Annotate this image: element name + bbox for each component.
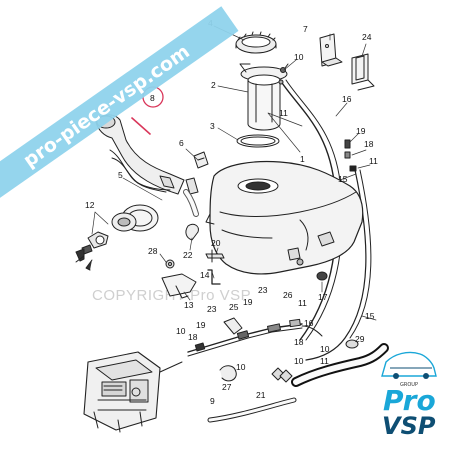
part-4-lock-ring: [235, 31, 277, 54]
part-18-19-connectors: [344, 139, 357, 172]
part-1-fuel-tank: [205, 160, 364, 275]
callout-29: 29: [355, 334, 365, 344]
callout-numbers: 4 7 24 10 2 8 16 11 3 19 18 6 1 11 15 5 …: [85, 18, 378, 406]
callout-21: 21: [256, 390, 266, 400]
callout-10: 10: [176, 326, 186, 336]
part-27-clamp: [219, 365, 237, 382]
callout-22: 22: [183, 250, 193, 260]
callout-19: 19: [356, 126, 366, 136]
part-22-clip: [185, 223, 199, 241]
callout-28: 28: [148, 246, 158, 256]
callout-15: 15: [365, 311, 375, 321]
callout-26: 26: [283, 290, 293, 300]
callout-23: 23: [258, 285, 268, 295]
part-8-filler-neck: [95, 114, 199, 195]
part-15-fuel-line-b: [349, 169, 372, 339]
part-15-fuel-line: [305, 169, 367, 361]
callout-7: 7: [303, 24, 308, 34]
callout-9: 9: [210, 396, 215, 406]
callout-12: 12: [85, 200, 95, 210]
engine-block: [83, 351, 183, 433]
callout-13: 13: [184, 300, 194, 310]
part-14-pin: [207, 269, 221, 285]
callout-11: 11: [320, 356, 329, 366]
lower-fuel-line-assembly: [187, 317, 323, 357]
callout-10: 10: [294, 52, 304, 62]
callout-16: 16: [304, 318, 314, 328]
logo-vsp-text: VSP: [382, 412, 436, 440]
part-12-fuel-cap-set: [75, 204, 159, 271]
callout-17: 17: [318, 292, 328, 302]
logo-pro-text: Pro: [383, 384, 436, 417]
callout-19: 19: [196, 320, 206, 330]
part-7-bracket: [319, 33, 343, 67]
callout-23: 23: [207, 304, 217, 314]
part-21-clamp: [271, 367, 293, 383]
callout-10: 10: [236, 362, 246, 372]
part-24-bracket: [351, 53, 375, 91]
callout-24: 24: [362, 32, 372, 42]
callout-11: 11: [369, 156, 378, 166]
part-20-clip: [205, 249, 225, 263]
part-10-11-small-clips: [278, 67, 286, 85]
car-icon: [381, 351, 437, 377]
callout-8: 8: [150, 93, 155, 103]
part-17-grommet: [316, 271, 328, 281]
callout-18: 18: [188, 332, 198, 342]
part-3-seal: [236, 134, 280, 148]
logo-group-label: GROUP: [400, 382, 418, 388]
diagonal-banner: pro-piece-vsp.com: [0, 6, 239, 215]
callout-19: 19: [243, 297, 253, 307]
part-28-nut: [165, 259, 175, 269]
leader-lines: [91, 25, 377, 321]
callout-3: 3: [210, 121, 215, 131]
callout-10: 10: [294, 356, 304, 366]
callout-2: 2: [211, 80, 216, 90]
banner-text: pro-piece-vsp.com: [19, 40, 193, 171]
callout-15: 15: [338, 174, 348, 184]
pro-vsp-logo: GROUP Pro VSP: [381, 351, 437, 440]
callout-1: 1: [300, 154, 305, 164]
part-6-clip: [193, 151, 209, 169]
callout-5: 5: [118, 170, 123, 180]
callout-18: 18: [294, 337, 304, 347]
callout-6: 6: [179, 138, 184, 148]
callout-11: 11: [298, 298, 307, 308]
callout-14: 14: [200, 270, 210, 280]
part-2-fuel-pump: [239, 63, 289, 131]
callout-27: 27: [222, 382, 232, 392]
callout-25: 25: [229, 302, 239, 312]
part-13-bracket: [161, 273, 197, 299]
callout-18: 18: [364, 139, 374, 149]
callout-11: 11: [279, 108, 288, 118]
callout-10: 10: [320, 344, 330, 354]
callout-16: 16: [342, 94, 352, 104]
callout-20: 20: [211, 238, 221, 248]
part-29-clip: [345, 339, 359, 349]
